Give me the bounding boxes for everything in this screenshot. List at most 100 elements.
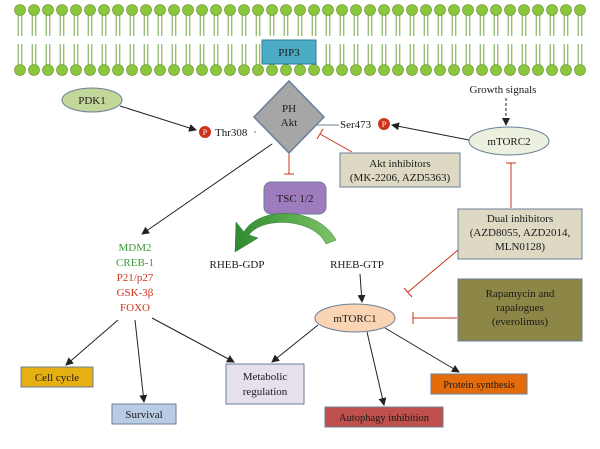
lipid-head-inner (182, 64, 194, 76)
lipid-head-outer (238, 4, 250, 16)
lipid-head-inner (70, 64, 82, 76)
rapamycin-subtitle: rapalogues (496, 302, 544, 314)
lipid-head-outer (252, 4, 264, 16)
lipid-head-outer (322, 4, 334, 16)
lipid-head-inner (28, 64, 40, 76)
lipid-head-outer (448, 4, 460, 16)
lipid-head-inner (434, 64, 446, 76)
protein-synthesis-label: Protein synthesis (443, 380, 514, 391)
growth-signals-label: Growth signals (470, 84, 537, 96)
lipid-head-outer (224, 4, 236, 16)
inhibit-dual-to-mtorc1 (407, 249, 459, 293)
lipid-head-outer (490, 4, 502, 16)
lipid-head-outer (168, 4, 180, 16)
lipid-head-inner (546, 64, 558, 76)
lipid-head-inner (140, 64, 152, 76)
ser473-site: Ser473 P (340, 118, 390, 131)
activation-arrows (65, 98, 510, 406)
arrow-mtorc1-to-metabolic (271, 324, 319, 363)
cell-cycle-label: Cell cycle (35, 372, 79, 384)
lipid-head-inner (406, 64, 418, 76)
lipid-head-inner (392, 64, 404, 76)
thr308-site: P Thr308 (199, 126, 248, 139)
akt-ph-label: PH (282, 103, 296, 115)
lipid-head-inner (476, 64, 488, 76)
lipid-head-outer (126, 4, 138, 16)
lipid-head-outer (42, 4, 54, 16)
pdk1-label: PDK1 (78, 95, 106, 107)
lipid-head-inner (42, 64, 54, 76)
lipid-head-outer (112, 4, 124, 16)
ser473-label: Ser473 (340, 119, 372, 131)
lipid-head-inner (224, 64, 236, 76)
lipid-head-inner (336, 64, 348, 76)
autophagy-inhibition-box: Autophagy inhibition (324, 406, 444, 428)
lipid-head-inner (322, 64, 334, 76)
survival-box: Survival (111, 403, 177, 425)
tsc-node: TSC 1/2 (263, 181, 327, 215)
lipid-head-outer (56, 4, 68, 16)
lipid-head-outer (560, 4, 572, 16)
lipid-head-outer (350, 4, 362, 16)
akt-node: PH Akt (252, 79, 326, 155)
mtorc1-node: mTORC1 (314, 303, 396, 333)
lipid-head-outer (266, 4, 278, 16)
lipid-head-inner (280, 64, 292, 76)
lipid-head-outer (154, 4, 166, 16)
lipid-head-inner (490, 64, 502, 76)
arrow-mtorc2-to-ser473 (391, 122, 470, 141)
lipid-head-outer (392, 4, 404, 16)
lipid-head-inner (266, 64, 278, 76)
dual-inhibitors-drugs-1: (AZD8055, AZD2014, (470, 227, 571, 239)
lipid-head-outer (140, 4, 152, 16)
dual-inhibitors-title: Dual inhibitors (487, 213, 553, 225)
lipid-head-inner (448, 64, 460, 76)
akt-inhibitors-title: Akt inhibitors (369, 158, 430, 170)
rheb-gtp-label: RHEB-GTP (330, 259, 384, 271)
arrow-targets-to-cellcycle (65, 319, 119, 366)
akt-target-list: MDM2 CREB-1 P21/p27 GSK-3β FOXO (116, 242, 154, 314)
rheb-gdp-label: RHEB-GDP (209, 259, 264, 271)
lipid-head-inner (294, 64, 306, 76)
metabolic-label-2: regulation (243, 386, 288, 398)
lipid-head-inner (56, 64, 68, 76)
lipid-head-outer (504, 4, 516, 16)
rapamycin-drugs: (everolimus) (492, 316, 549, 328)
pdk1-node: PDK1 (61, 87, 123, 113)
lipid-head-inner (364, 64, 376, 76)
lipid-head-inner (84, 64, 96, 76)
protein-synthesis-box: Protein synthesis (430, 373, 528, 395)
metabolic-label-1: Metabolic (243, 371, 288, 383)
target-creb1: CREB-1 (116, 257, 154, 269)
lipid-head-outer (532, 4, 544, 16)
mtorc2-label: mTORC2 (487, 136, 530, 148)
lipid-head-outer (308, 4, 320, 16)
cell-cycle-box: Cell cycle (20, 366, 94, 388)
lipid-head-inner (210, 64, 222, 76)
lipid-head-outer (364, 4, 376, 16)
arrow-akt-to-targets (141, 143, 273, 235)
lipid-head-inner (196, 64, 208, 76)
lipid-head-inner (98, 64, 110, 76)
lipid-head-outer (294, 4, 306, 16)
lipid-head-outer (70, 4, 82, 16)
lipid-head-outer (406, 4, 418, 16)
inhibition-lines (284, 128, 516, 324)
lipid-head-outer (182, 4, 194, 16)
tsc-label: TSC 1/2 (277, 193, 314, 205)
arrow-mtorc1-to-autophagy (366, 331, 387, 406)
lipid-head-outer (210, 4, 222, 16)
rapamycin-title: Rapamycin and (486, 288, 555, 300)
lipid-head-outer (462, 4, 474, 16)
thr308-label: Thr308 (215, 127, 248, 139)
pip3-node: PIP3 (261, 39, 317, 65)
lipid-head-inner (14, 64, 26, 76)
inhibit-dual-to-mtorc1-bar (403, 287, 413, 298)
lipid-head-inner (252, 64, 264, 76)
akt-label: Akt (281, 117, 298, 129)
lipid-head-outer (574, 4, 586, 16)
lipid-head-outer (28, 4, 40, 16)
lipid-head-outer (84, 4, 96, 16)
thr308-p-marker: P (203, 128, 208, 137)
